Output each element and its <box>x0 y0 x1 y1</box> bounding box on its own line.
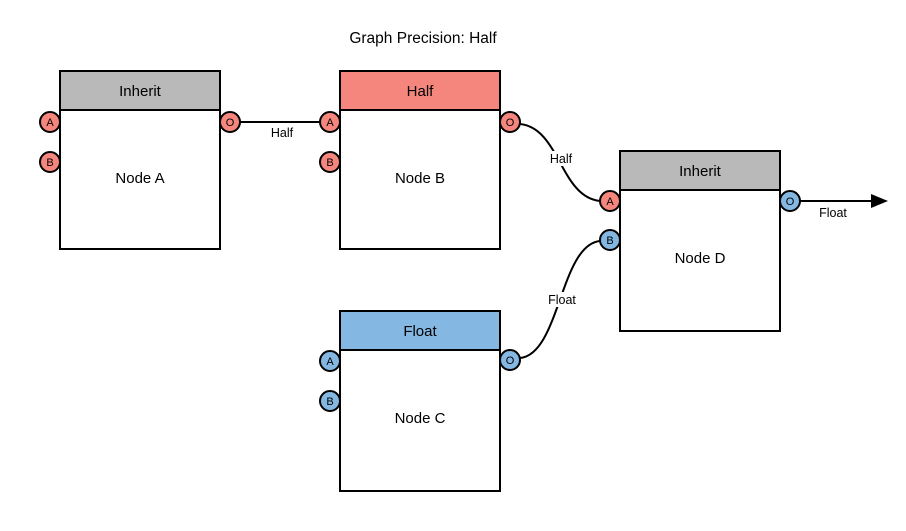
node-b-port-out <box>499 111 521 133</box>
node-a-header-label: Inherit <box>119 83 162 100</box>
node-d-port-b-label: B <box>606 235 613 247</box>
node-a-port-out <box>219 111 241 133</box>
node-c-port-b <box>319 390 341 412</box>
edge-b-out-to-d-a-label: Half <box>550 152 573 166</box>
node-c-port-b-label: B <box>326 396 333 408</box>
edge-d-out-arrowhead-icon <box>871 194 888 208</box>
node-a-port-out-label: O <box>226 117 235 129</box>
node-b-port-b-label: B <box>326 157 333 169</box>
node-b-port-a-label: A <box>326 117 334 129</box>
node-b-header <box>339 70 501 111</box>
node-d-port-b <box>599 229 621 251</box>
edge-c-out-to-d-b-label: Float <box>548 293 576 307</box>
node-b-header-label: Half <box>407 83 435 100</box>
node-c-port-a-label: A <box>326 356 334 368</box>
node-a-port-b-label: B <box>46 157 53 169</box>
graph-title: Graph Precision: Half <box>349 30 497 47</box>
node-a-port-a <box>39 111 61 133</box>
node-d-port-out-label: O <box>786 196 795 208</box>
node-c-header-label: Float <box>403 323 437 340</box>
node-d-header <box>619 150 781 191</box>
node-a-header <box>59 70 221 111</box>
edge-a-out-to-b-a-label: Half <box>271 126 294 140</box>
node-b-port-out-label: O <box>506 117 515 129</box>
edge-d-out-label: Float <box>819 206 847 220</box>
node-d-port-out <box>779 190 801 212</box>
edge-c-out-to-d-b-label-bg <box>543 292 581 307</box>
node-c-port-out <box>499 349 521 371</box>
edge-b-out-to-d-a-label-bg <box>545 151 577 166</box>
node-c-header <box>339 310 501 351</box>
node-b-port-a <box>319 111 341 133</box>
node-d-header-label: Inherit <box>679 163 722 180</box>
node-a-port-a-label: A <box>46 117 54 129</box>
node-c-port-a <box>319 350 341 372</box>
node-d-title: Node D <box>675 250 726 267</box>
node-b-port-b <box>319 151 341 173</box>
node-b: Half Node B A B O <box>319 70 521 250</box>
node-b-title: Node B <box>395 170 445 187</box>
node-c: Float Node C A B O <box>319 310 521 492</box>
node-a-port-b <box>39 151 61 173</box>
node-d: Inherit Node D A B O <box>599 150 801 332</box>
node-c-port-out-label: O <box>506 355 515 367</box>
node-d-port-a <box>599 190 621 212</box>
node-c-title: Node C <box>395 410 446 427</box>
node-d-port-a-label: A <box>606 196 614 208</box>
node-a-title: Node A <box>115 170 164 187</box>
edges-layer: Half Half Float Float <box>240 121 888 359</box>
node-a: Inherit Node A A B O <box>39 70 241 250</box>
